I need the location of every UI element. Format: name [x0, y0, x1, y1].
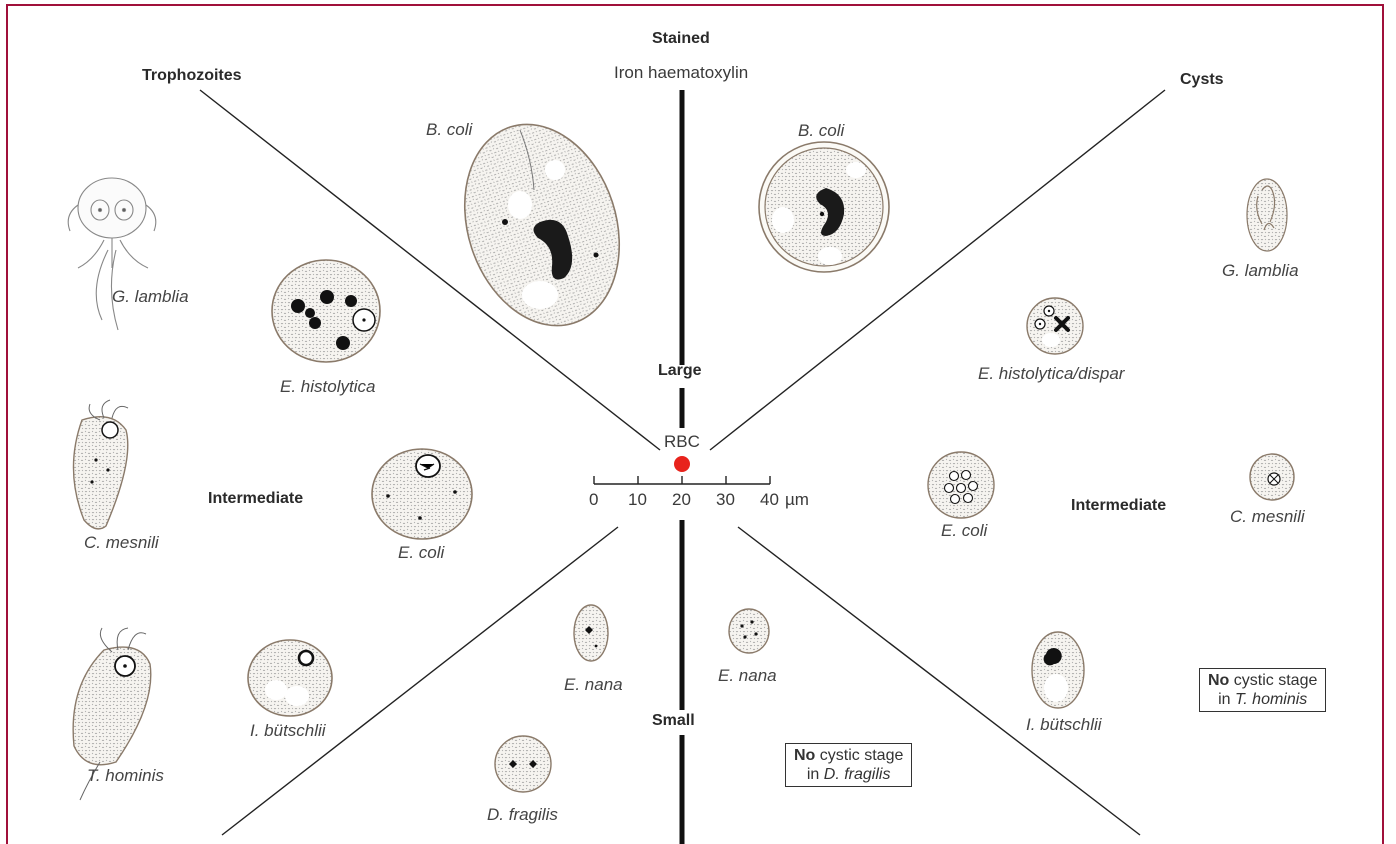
scale-tick-20: 20: [672, 490, 691, 510]
scale-tick-10: 10: [628, 490, 647, 510]
b-coli-cyst-drawing: [759, 142, 889, 272]
note-d-fragilis-no: No: [794, 747, 815, 764]
c-mesnili-cyst-drawing: [1250, 454, 1294, 500]
trophozoites-heading: Trophozoites: [142, 67, 242, 85]
large-label: Large: [658, 362, 702, 380]
e-histolytica-dispar-cyst-label: E. histolytica/dispar: [978, 364, 1124, 384]
e-coli-cyst-drawing: [928, 452, 994, 518]
stained-heading: Stained: [652, 30, 710, 48]
i-butschlii-cyst-drawing: [1032, 632, 1084, 708]
e-coli-trophozoite-label: E. coli: [398, 543, 444, 563]
scale-unit: µm: [785, 490, 809, 510]
e-nana-trophozoite-drawing: [574, 605, 608, 661]
note-d-fragilis-rest: cystic stage: [815, 747, 903, 764]
e-histolytica-trophozoite-label: E. histolytica: [280, 377, 375, 397]
e-nana-trophozoite-label: E. nana: [564, 675, 623, 695]
c-mesnili-cyst-label: C. mesnili: [1230, 507, 1305, 527]
e-nana-cyst-drawing: [729, 609, 769, 653]
t-hominis-trophozoite-label: T. hominis: [87, 766, 164, 786]
e-coli-trophozoite-drawing: [372, 449, 472, 539]
e-nana-cyst-label: E. nana: [718, 666, 777, 686]
note-no-cyst-t-hominis: No cystic stage in T. hominis: [1199, 668, 1326, 712]
b-coli-cyst-label: B. coli: [798, 121, 844, 141]
rbc-label: RBC: [664, 432, 700, 452]
i-butschlii-trophozoite-drawing: [248, 640, 332, 716]
e-histolytica-trophozoite-drawing: [272, 260, 380, 362]
g-lamblia-cyst-label: G. lamblia: [1222, 261, 1299, 281]
note-d-fragilis-in: in: [807, 766, 824, 783]
e-histolytica-dispar-cyst-drawing: [1027, 298, 1083, 354]
note-t-hominis-species: T. hominis: [1235, 691, 1307, 708]
scale-tick-40: 40: [760, 490, 779, 510]
g-lamblia-trophozoite-label: G. lamblia: [112, 287, 189, 307]
intermediate-left-label: Intermediate: [208, 490, 303, 508]
small-label: Small: [652, 712, 695, 730]
cysts-heading: Cysts: [1180, 71, 1224, 89]
d-fragilis-trophozoite-drawing: [495, 736, 551, 792]
g-lamblia-cyst-drawing: [1247, 179, 1287, 251]
scale-tick-30: 30: [716, 490, 735, 510]
note-d-fragilis-species: D. fragilis: [824, 766, 891, 783]
g-lamblia-trophozoite-drawing: [68, 178, 156, 330]
stain-type-label: Iron haematoxylin: [614, 63, 748, 83]
e-coli-cyst-label: E. coli: [941, 521, 987, 541]
note-t-hominis-no: No: [1208, 672, 1229, 689]
diagonal-upper-right: [710, 90, 1165, 450]
i-butschlii-trophozoite-label: I. bütschlii: [250, 721, 326, 741]
i-butschlii-cyst-label: I. bütschlii: [1026, 715, 1102, 735]
d-fragilis-trophozoite-label: D. fragilis: [487, 805, 558, 825]
rbc-dot: [674, 456, 690, 472]
note-t-hominis-in: in: [1218, 691, 1235, 708]
c-mesnili-trophozoite-label: C. mesnili: [84, 533, 159, 553]
b-coli-trophozoite-drawing: [440, 104, 644, 346]
scale-bar: [594, 476, 770, 484]
scale-tick-0: 0: [589, 490, 598, 510]
b-coli-trophozoite-label: B. coli: [426, 120, 472, 140]
note-no-cyst-d-fragilis: No cystic stage in D. fragilis: [785, 743, 912, 787]
c-mesnili-trophozoite-drawing: [73, 400, 128, 529]
intermediate-right-label: Intermediate: [1071, 497, 1166, 515]
note-t-hominis-rest: cystic stage: [1229, 672, 1317, 689]
